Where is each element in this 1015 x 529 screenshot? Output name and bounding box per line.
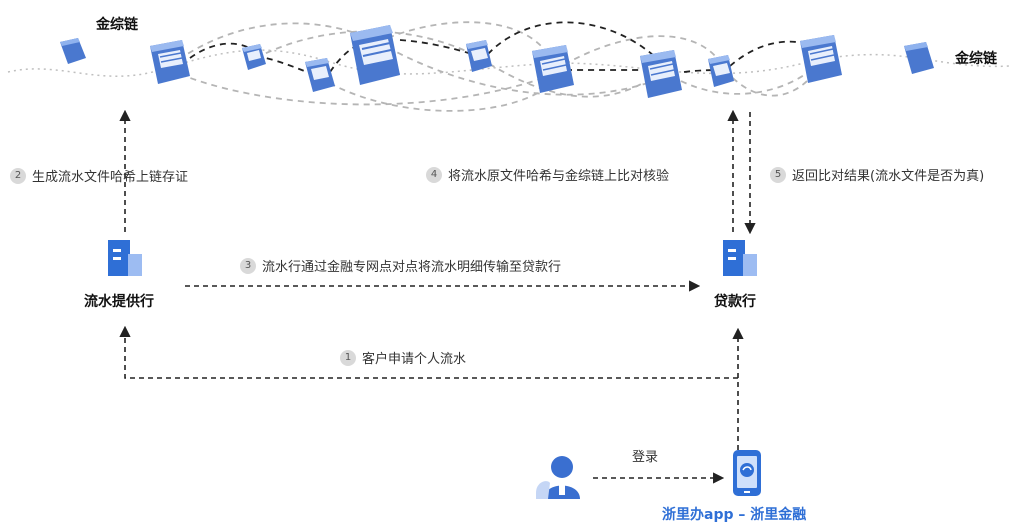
loan-bank-label: 贷款行	[714, 294, 756, 310]
phone-app-icon	[733, 450, 761, 496]
chain-blocks	[60, 25, 934, 98]
login-label: 登录	[632, 450, 659, 465]
user-icon	[536, 456, 580, 499]
arrow-app-to-provider	[119, 325, 739, 450]
step-number-badge: 5	[770, 166, 786, 183]
flow-arrows	[119, 109, 756, 484]
block-icon	[60, 38, 86, 64]
step-2: 2 生成流水文件哈希上链存证	[10, 166, 188, 185]
step-text: 返回比对结果(流水文件是否为真)	[792, 169, 985, 184]
step-5: 5 返回比对结果(流水文件是否为真)	[770, 165, 984, 184]
block-icon	[150, 40, 190, 84]
chain-label-left: 金综链	[96, 17, 138, 33]
block-icon	[305, 58, 335, 92]
step-number-badge: 1	[340, 349, 356, 366]
step-text: 客户申请个人流水	[362, 352, 467, 367]
provider-bank-label: 流水提供行	[84, 294, 154, 310]
chain-baseline	[7, 49, 1011, 77]
loan-bank-icon	[723, 240, 757, 276]
block-icon	[350, 25, 400, 85]
app-label: 浙里办app – 浙里金融	[662, 507, 807, 523]
step-text: 流水行通过金融专网点对点将流水明细传输至贷款行	[262, 260, 562, 275]
step-number-badge: 4	[426, 166, 442, 183]
block-icon	[708, 55, 734, 87]
provider-bank-icon	[108, 240, 142, 276]
step-text: 将流水原文件哈希与金综链上比对核验	[448, 169, 670, 184]
step-1: 1 客户申请个人流水	[340, 348, 466, 367]
block-icon	[800, 35, 842, 83]
block-icon	[466, 40, 492, 72]
block-icon	[532, 45, 574, 93]
step-4: 4 将流水原文件哈希与金综链上比对核验	[426, 165, 669, 184]
step-3: 3 流水行通过金融专网点对点将流水明细传输至贷款行	[240, 256, 561, 275]
block-icon	[904, 42, 934, 74]
step-number-badge: 2	[10, 167, 26, 184]
step-text: 生成流水文件哈希上链存证	[32, 170, 189, 185]
chain-label-right: 金综链	[955, 51, 997, 67]
block-icon	[242, 44, 266, 70]
step-number-badge: 3	[240, 257, 256, 274]
block-icon	[640, 50, 682, 98]
